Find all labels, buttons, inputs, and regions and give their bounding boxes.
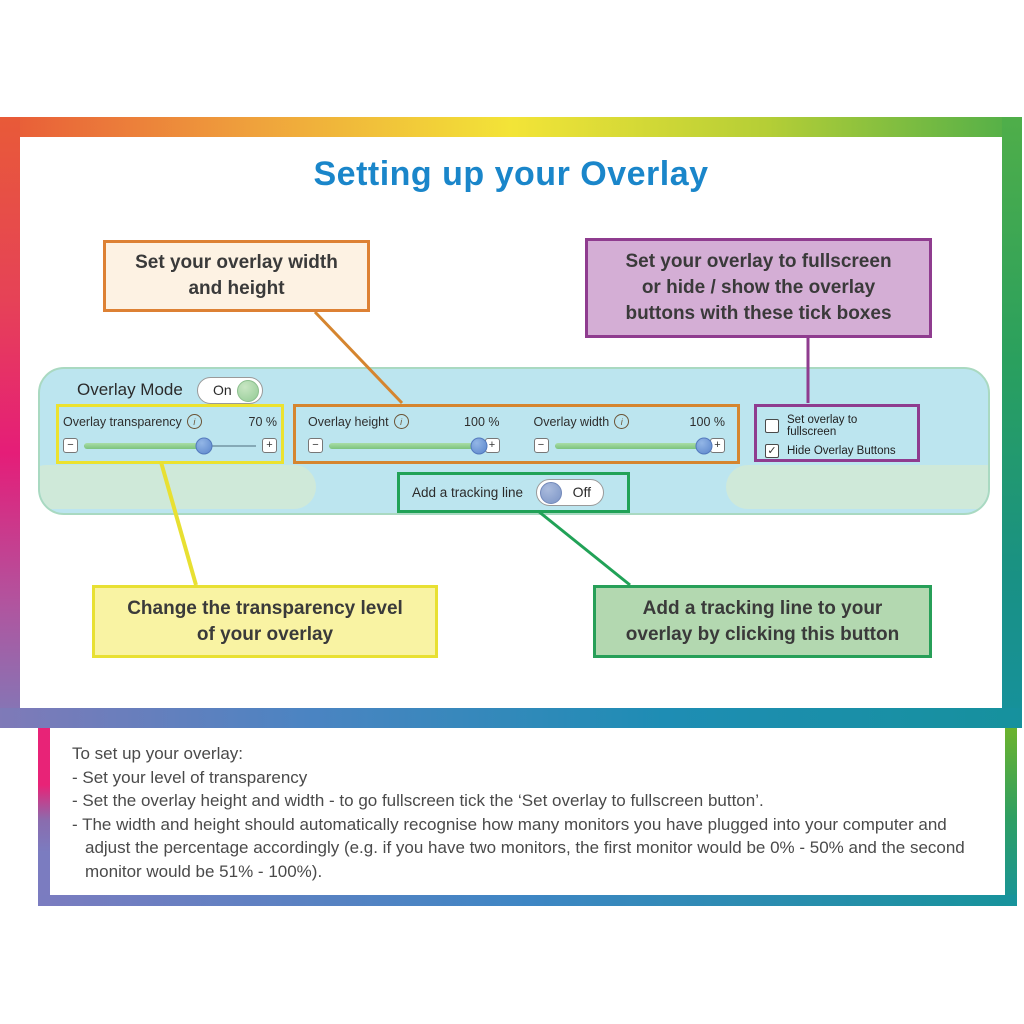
height-slider-track[interactable] xyxy=(329,437,487,455)
info-icon[interactable]: i xyxy=(614,414,630,429)
toolbar-decoration-left xyxy=(40,465,316,509)
callout-transparency: Change the transparency level of your ov… xyxy=(92,585,438,658)
size-highlight-frame: Overlay height i 100 % − + xyxy=(293,404,740,464)
track-fill xyxy=(329,443,479,449)
callout-line: Change the transparency level xyxy=(127,597,403,619)
tracking-line-state: Off xyxy=(572,484,592,500)
fullscreen-checkbox-row: Set overlay to fullscreen xyxy=(765,414,909,438)
height-label: Overlay height xyxy=(308,414,389,429)
width-slider-group: Overlay width i 100 % − + xyxy=(530,407,730,461)
width-label: Overlay width xyxy=(533,414,610,429)
hide-buttons-checkbox-label: Hide Overlay Buttons xyxy=(787,445,896,457)
minus-button[interactable]: − xyxy=(63,438,78,453)
overlay-mode-state: On xyxy=(213,382,232,398)
tracking-highlight-frame: Add a tracking line Off xyxy=(397,472,630,513)
toolbar-decoration-right xyxy=(726,465,988,509)
callout-width-height: Set your overlay width and height xyxy=(103,240,370,312)
callout-fullscreen: Set your overlay to fullscreen or hide /… xyxy=(585,238,932,338)
instructions-list: - Set your level of transparency - Set t… xyxy=(72,766,984,884)
info-icon[interactable]: i xyxy=(186,414,202,429)
transparency-value: 70 % xyxy=(248,414,278,429)
tracking-line-label: Add a tracking line xyxy=(412,485,524,500)
transparency-slider-track[interactable] xyxy=(84,437,256,455)
tracking-line-toggle[interactable]: Off xyxy=(536,479,605,506)
height-value: 100 % xyxy=(464,414,500,429)
frame-border-top xyxy=(0,117,1022,137)
instruction-item: - The width and height should automatica… xyxy=(72,814,965,881)
page-title: Setting up your Overlay xyxy=(313,155,709,193)
overlay-toolbar: Overlay Mode On Overlay transparency i 7… xyxy=(38,367,990,515)
transparency-label: Overlay transparency xyxy=(63,414,182,429)
width-slider-track[interactable] xyxy=(554,437,713,455)
minus-button[interactable]: − xyxy=(533,438,549,453)
instructions-text: To set up your overlay: - Set your level… xyxy=(72,742,984,883)
plus-button[interactable]: + xyxy=(262,438,277,453)
transparency-highlight-frame: Overlay transparency i 70 % − + xyxy=(56,404,284,464)
slider-thumb[interactable] xyxy=(195,437,213,455)
callout-line: of your overlay xyxy=(196,623,334,645)
instructions-border-left xyxy=(38,728,50,906)
instructions-border-bottom xyxy=(38,895,1017,906)
overlay-mode-toggle[interactable]: On xyxy=(197,377,263,404)
callout-line: overlay by clicking this button xyxy=(625,623,900,645)
track-fill xyxy=(554,443,704,449)
toggle-knob-icon xyxy=(237,380,259,402)
callout-line: Set your overlay to fullscreen xyxy=(625,251,892,272)
instruction-item: - Set your level of transparency xyxy=(72,767,308,787)
slider-thumb[interactable] xyxy=(470,437,487,455)
height-label-row: Overlay height i xyxy=(308,414,409,429)
minus-button[interactable]: − xyxy=(308,438,323,453)
callout-line: buttons with these tick boxes xyxy=(625,303,892,324)
hide-buttons-checkbox[interactable]: ✓ xyxy=(765,444,779,458)
track-fill xyxy=(84,443,205,449)
overlay-mode-label: Overlay Mode xyxy=(77,380,183,399)
toggle-knob-icon xyxy=(540,482,563,504)
callout-tracking-line: Add a tracking line to your overlay by c… xyxy=(593,585,932,658)
width-value: 100 % xyxy=(689,414,725,429)
info-icon[interactable]: i xyxy=(393,414,409,429)
callout-line: Add a tracking line to your xyxy=(642,597,883,619)
connector-line-green xyxy=(537,509,631,587)
checkbox-highlight-frame: Set overlay to fullscreen ✓ Hide Overlay… xyxy=(754,404,920,462)
hide-buttons-checkbox-row: ✓ Hide Overlay Buttons xyxy=(765,444,909,458)
frame-border-left xyxy=(0,117,20,728)
fullscreen-checkbox-label: Set overlay to fullscreen xyxy=(787,414,858,438)
instructions-border-right xyxy=(1005,728,1017,906)
plus-button[interactable]: + xyxy=(484,438,500,453)
width-label-row: Overlay width i xyxy=(534,414,630,429)
callout-line: or hide / show the overlay xyxy=(641,277,876,298)
callout-line: Set your overlay width xyxy=(135,252,338,273)
height-slider-group: Overlay height i 100 % − + xyxy=(304,407,504,461)
slider-thumb[interactable] xyxy=(695,437,713,455)
transparency-slider-group: Overlay transparency i 70 % − + xyxy=(59,407,281,455)
frame-border-bottom xyxy=(0,708,1022,728)
callout-line: and height xyxy=(188,278,285,299)
fullscreen-checkbox[interactable] xyxy=(765,419,779,433)
instructions-intro: To set up your overlay: xyxy=(72,744,244,763)
frame-border-right xyxy=(1002,117,1022,728)
transparency-label-row: Overlay transparency i xyxy=(63,414,202,429)
instruction-item: - Set the overlay height and width - to … xyxy=(72,791,764,810)
